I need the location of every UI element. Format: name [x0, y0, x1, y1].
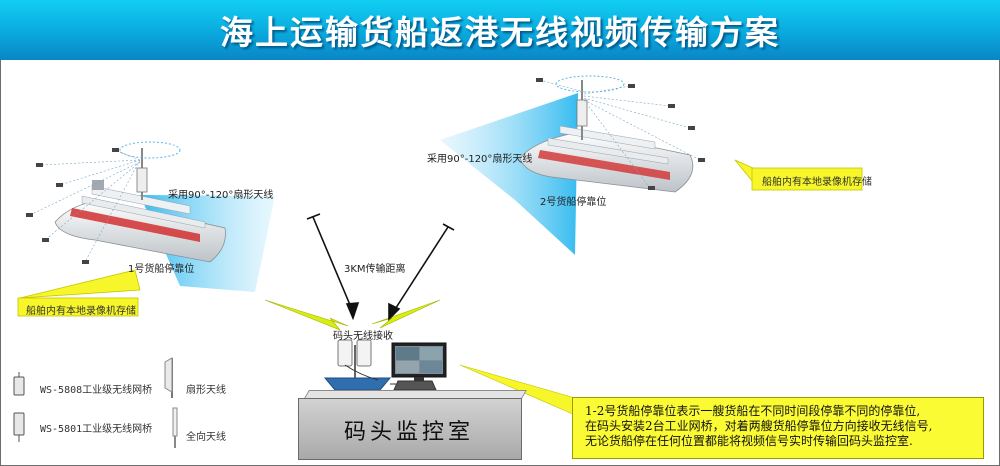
page-title: 海上运输货船返港无线视频传输方案	[220, 13, 780, 52]
ship2-illustration	[519, 75, 705, 193]
ship1-callout-box	[17, 297, 139, 317]
ship1-antenna-label: 采用90°-120°扇形天线	[168, 190, 274, 201]
title-banner: 海上运输货船返港无线视频传输方案	[0, 0, 1000, 60]
lightning-bolt-right	[371, 299, 441, 329]
legend-omni-bridge-icon	[13, 412, 25, 442]
legend-model-2: WS-5801工业级无线网桥	[40, 424, 153, 435]
dock-equipment	[323, 339, 447, 395]
note-line-3: 无论货船停在任何位置都能将视频信号实时传输回码头监控室.	[585, 434, 913, 448]
dock-receive-label: 码头无线接收	[333, 331, 393, 342]
legend-sector-antenna-icon	[164, 357, 173, 398]
legend-antenna-2: 全向天线	[186, 432, 226, 443]
ship2-storage-callout: 船舶内有本地录像机存储	[762, 177, 872, 188]
legend-antenna-1: 扇形天线	[186, 385, 226, 396]
ship2-callout-pointer	[734, 159, 754, 184]
description-note	[572, 397, 984, 459]
ship2-callout-box	[751, 167, 863, 191]
ship1-illustration	[26, 141, 226, 264]
ship1-berth-label: 1号货船停靠位	[128, 264, 195, 275]
legend-sector-bridge-icon	[13, 372, 25, 396]
control-room-label: 码头监控室	[343, 420, 474, 445]
distance-label: 3KM传输距离	[344, 264, 406, 275]
description-text: 1-2号货船停靠位表示一艘货船在不同时间段停靠不同的停靠位, 在码头安装2台工业…	[585, 404, 980, 449]
ship2-berth-label: 2号货船停靠位	[540, 197, 607, 208]
lightning-bolt-left	[264, 299, 349, 331]
control-room	[298, 398, 522, 460]
ship1-callout-pointer	[19, 269, 141, 299]
ship2-signal-beam	[440, 93, 578, 255]
ship2-antenna-label: 采用90°-120°扇形天线	[427, 154, 533, 165]
legend-model-1: WS-5808工业级无线网桥	[40, 385, 153, 396]
distance-arrows	[306, 213, 455, 321]
note-line-1: 1-2号货船停靠位表示一艘货船在不同时间段停靠不同的停靠位,	[585, 404, 921, 418]
legend-omni-antenna-icon	[172, 407, 178, 448]
ship1-storage-callout: 船舶内有本地录像机存储	[26, 306, 136, 317]
note-line-2: 在码头安装2台工业网桥，对着两艘货船停靠位方向接收无线信号,	[585, 419, 933, 433]
